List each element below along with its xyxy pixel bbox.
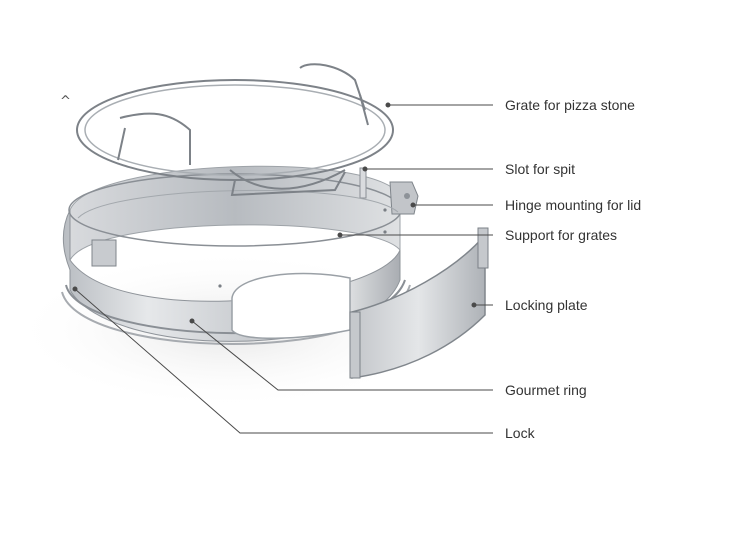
leader-lock [74, 288, 493, 434]
label-lock: Lock [505, 425, 535, 441]
label-hinge-mounting-for-lid: Hinge mounting for lid [505, 197, 642, 213]
label-slot-for-spit: Slot for spit [505, 161, 576, 177]
leader-gourmet-ring [191, 320, 493, 391]
pizza-grate-part [76, 63, 394, 197]
locking-plate-part [349, 227, 489, 379]
label-grate-for-pizza-stone: Grate for pizza stone [505, 97, 635, 113]
caret-mark: ^ [60, 94, 71, 109]
label-gourmet-ring: Gourmet ring [505, 382, 587, 398]
leader-lines [72, 102, 493, 434]
label-locking-plate: Locking plate [505, 297, 588, 313]
gourmet-ring-part [61, 165, 419, 345]
label-support-for-grates: Support for grates [505, 227, 618, 243]
